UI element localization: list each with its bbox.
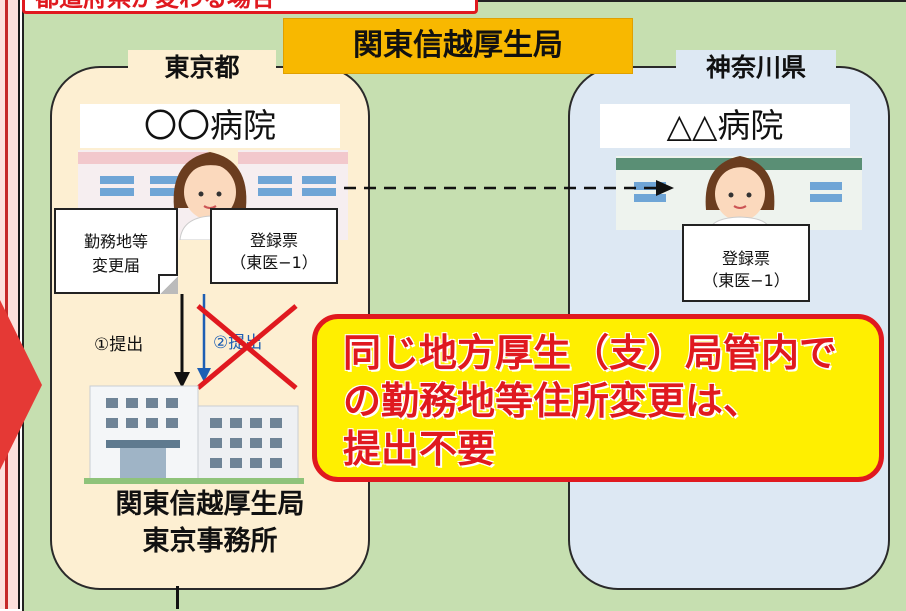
office-connector-line [176, 586, 179, 609]
destination-registration-line2: （東医−1） [702, 271, 790, 290]
step2-arrow [197, 294, 211, 382]
bureau-banner: 関東信越厚生局 [283, 18, 633, 74]
origin-registration-line1: 登録票 [249, 231, 298, 250]
office-name-line1: 関東信越厚生局 [115, 489, 305, 520]
change-form-line2: 変更届 [91, 256, 140, 275]
destination-hospital-name: △△病院 [600, 104, 850, 148]
callout-line3: 提出不要 [343, 427, 496, 471]
callout-line1: 同じ地方厚生（支）局管内で [343, 331, 838, 375]
transfer-arrow [344, 180, 674, 196]
top-cut-label: 都道府県が変わる場合 [22, 0, 478, 14]
change-form-line1: 勤務地等 [83, 232, 148, 251]
tokyo-region-title: 東京都 [128, 50, 276, 86]
destination-hospital-illustration [616, 156, 862, 230]
step1-arrow [174, 294, 190, 388]
cross-out-mark [196, 304, 298, 390]
callout-line2: の勤務地等住所変更は、 [343, 379, 762, 423]
step1-label: ①提出 [94, 335, 144, 355]
office-name-line2: 東京事務所 [142, 526, 278, 557]
kanagawa-region-title: 神奈川県 [676, 50, 836, 86]
destination-registration-document: 登録票 （東医−1） [682, 224, 810, 302]
origin-hospital-name: 〇〇病院 [80, 104, 340, 148]
office-building-illustration [84, 385, 304, 484]
origin-registration-document: 登録票 （東医−1） [210, 208, 338, 284]
destination-registration-line1: 登録票 [721, 249, 770, 268]
no-submission-callout: 同じ地方厚生（支）局管内で の勤務地等住所変更は、 提出不要 [312, 314, 884, 482]
origin-registration-line2: （東医−1） [230, 253, 318, 272]
tokyo-office-name: 関東信越厚生局 東京事務所 [60, 486, 360, 560]
left-pointer-arrow [0, 300, 42, 470]
change-form-document: 勤務地等 変更届 [54, 208, 178, 294]
